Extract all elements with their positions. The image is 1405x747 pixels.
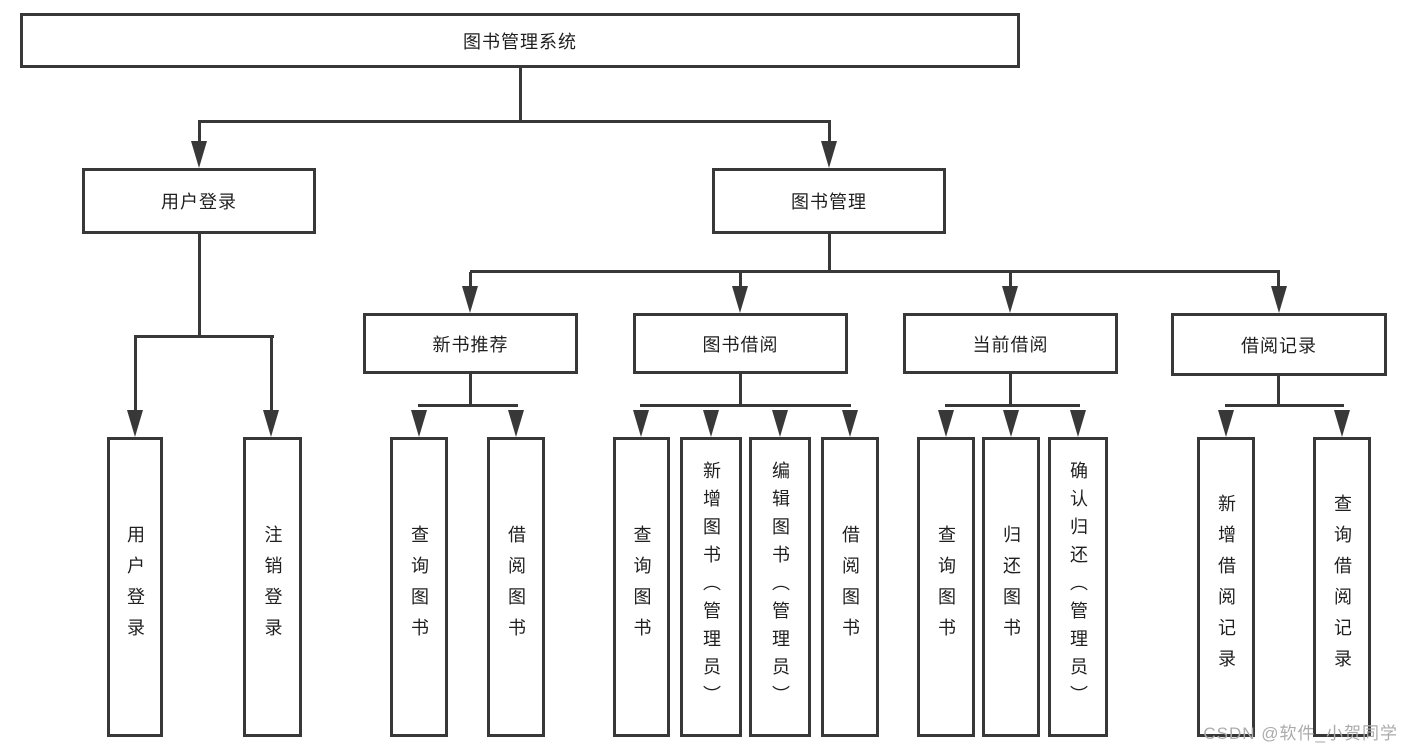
leaf-newbook-borrow-books: 借阅图书	[487, 437, 545, 737]
leaf-label: 借阅图书	[506, 525, 526, 649]
csdn-watermark: CSDN @软件_小贺同学	[1203, 724, 1398, 743]
node-new-book-recommend: 新书推荐	[363, 313, 578, 374]
arrowhead-br-add	[1218, 410, 1234, 437]
connector-drop-user-login	[198, 120, 201, 145]
connector-drop-new-book-rec	[469, 272, 472, 290]
connector-book-borrow-stem	[739, 374, 742, 406]
leaf-current-query-books: 查询图书	[917, 437, 975, 737]
connector-borrow-records-hbar	[1225, 404, 1344, 407]
leaf-logout: 注销登录	[243, 437, 302, 737]
node-current-borrowing: 当前借阅	[903, 313, 1118, 374]
leaf-current-confirm-return-admin: 确认归还（管理员）	[1048, 437, 1108, 737]
node-borrowing-records: 借阅记录	[1171, 313, 1387, 376]
leaf-label: 用户登录	[125, 525, 145, 649]
arrowhead-leaf-logout	[263, 410, 279, 437]
node-label: 借阅记录	[1241, 335, 1317, 356]
connector-book-borrow-hbar	[640, 404, 851, 407]
arrowhead-bb-query	[633, 410, 649, 437]
connector-new-book-stem	[469, 374, 472, 406]
leaf-label: 注销登录	[262, 525, 283, 649]
node-label: 图书管理	[791, 192, 867, 212]
leaf-label: 新增借阅记录	[1216, 494, 1236, 680]
connector-root-stem	[519, 68, 522, 120]
arrowhead-br-query	[1334, 410, 1350, 437]
arrowhead-bb-edit	[772, 410, 788, 437]
node-label: 当前借阅	[972, 334, 1049, 355]
connector-current-borrow-hbar	[945, 404, 1080, 407]
arrowhead-nb-borrow	[508, 410, 524, 437]
arrowhead-cb-return	[1003, 410, 1019, 437]
arrowhead-book-mgmt	[821, 141, 837, 168]
connector-current-borrow-stem	[1009, 374, 1012, 406]
leaf-records-query-borrow-record: 查询借阅记录	[1313, 437, 1371, 737]
connector-drop-leaf-user-login	[134, 335, 137, 413]
leaf-label: 查询借阅记录	[1332, 494, 1352, 680]
node-library-management-system: 图书管理系统	[20, 13, 1020, 68]
connector-drop-leaf-logout	[270, 335, 273, 413]
leaf-label: 借阅图书	[840, 525, 860, 649]
leaf-label: 编辑图书（管理员）	[770, 461, 790, 713]
arrowhead-borrow-records	[1271, 286, 1287, 313]
leaf-borrow-query-books: 查询图书	[613, 437, 670, 737]
arrowhead-user-login	[191, 141, 207, 168]
leaf-user-login: 用户登录	[107, 437, 163, 737]
arrowhead-new-book-rec	[462, 286, 478, 313]
connector-drop-book-mgmt	[828, 120, 831, 145]
arrowhead-bb-borrow	[842, 410, 858, 437]
node-label: 图书借阅	[702, 334, 779, 355]
leaf-borrow-edit-books-admin: 编辑图书（管理员）	[749, 437, 811, 737]
connector-user-login-hbar	[134, 335, 274, 338]
leaf-label: 查询图书	[631, 525, 652, 649]
node-label: 图书管理系统	[463, 31, 577, 52]
leaf-current-return-books: 归还图书	[982, 437, 1040, 737]
node-book-borrowing: 图书借阅	[633, 313, 848, 374]
node-label: 用户登录	[161, 192, 237, 212]
arrowhead-current-borrow	[1002, 286, 1018, 313]
arrowhead-nb-query	[411, 410, 427, 437]
node-user-login: 用户登录	[82, 168, 316, 234]
arrowhead-leaf-user-login	[127, 410, 143, 437]
node-book-management: 图书管理	[712, 168, 946, 234]
leaf-label: 查询图书	[936, 525, 956, 649]
leaf-label: 查询图书	[409, 525, 429, 649]
connector-drop-current-borrow	[1009, 272, 1012, 290]
connector-user-login-stem	[198, 234, 201, 338]
leaf-newbook-query-books: 查询图书	[390, 437, 448, 737]
leaf-borrow-add-books-admin: 新增图书（管理员）	[680, 437, 742, 737]
connector-drop-borrow-records	[1277, 272, 1280, 290]
arrowhead-cb-confirm	[1070, 410, 1086, 437]
arrowhead-bb-add	[703, 410, 719, 437]
connector-borrow-records-stem	[1277, 374, 1280, 406]
connector-level3-hbar	[470, 270, 1280, 273]
connector-level2-hbar	[198, 120, 831, 123]
leaf-borrow-borrow-books: 借阅图书	[821, 437, 879, 737]
leaf-label: 新增图书（管理员）	[701, 461, 721, 713]
connector-new-book-hbar	[418, 404, 518, 407]
leaf-label: 归还图书	[1001, 525, 1021, 649]
connector-book-mgmt-stem	[828, 234, 831, 273]
leaf-records-add-borrow-record: 新增借阅记录	[1197, 437, 1255, 737]
arrowhead-book-borrow	[732, 286, 748, 313]
node-label: 新书推荐	[432, 334, 509, 355]
arrowhead-cb-query	[938, 410, 954, 437]
connector-drop-book-borrow	[739, 272, 742, 290]
leaf-label: 确认归还（管理员）	[1068, 461, 1088, 713]
